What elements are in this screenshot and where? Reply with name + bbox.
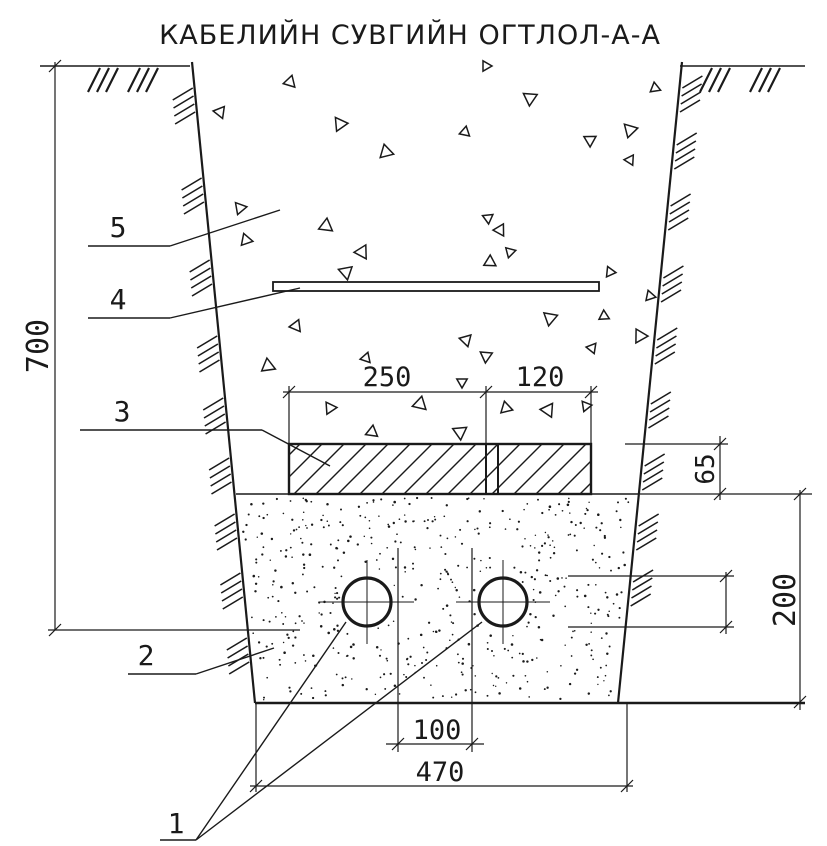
dim-bottom-width-label: 470 bbox=[416, 757, 465, 788]
callout-5: 5 bbox=[110, 211, 127, 244]
sand-layer bbox=[236, 493, 638, 701]
dim-brick-height-label: 65 bbox=[691, 453, 721, 484]
wall-hatch-left bbox=[172, 87, 250, 675]
wall-hatch-right bbox=[630, 75, 703, 607]
warning-tape bbox=[272, 281, 600, 292]
soil-backfill bbox=[211, 59, 662, 442]
dim-brick-right-label: 120 bbox=[516, 362, 565, 393]
callout-labels: 5 4 3 2 1 bbox=[110, 211, 185, 840]
callout-1: 1 bbox=[168, 807, 185, 840]
dimension-sand-height: 200 bbox=[640, 487, 812, 710]
dimension-bottom-width: 470 bbox=[249, 703, 634, 793]
drawing-title: КАБЕЛИЙН СУВГИЙН ОГТЛОЛ-А-А bbox=[159, 19, 661, 51]
callout-2: 2 bbox=[138, 639, 155, 672]
dim-brick-left-label: 250 bbox=[363, 362, 412, 393]
trench-walls bbox=[190, 61, 684, 704]
dimension-brick-widths: 250 120 bbox=[282, 362, 598, 444]
ground-hatch-top bbox=[87, 67, 781, 93]
callout-4: 4 bbox=[110, 283, 127, 316]
dim-depth-label: 700 bbox=[21, 319, 56, 373]
protective-bricks bbox=[287, 442, 593, 496]
dimension-brick-height: 65 bbox=[625, 436, 728, 501]
dim-sand-label: 200 bbox=[768, 573, 803, 627]
callout-3: 3 bbox=[114, 395, 131, 428]
dimension-pipe-zone bbox=[568, 569, 734, 634]
dim-pipe-spacing-label: 100 bbox=[413, 715, 462, 746]
callout-leaders bbox=[80, 209, 483, 841]
dimension-pipe-spacing: 100 bbox=[386, 548, 484, 752]
dimension-depth: 700 bbox=[21, 59, 300, 637]
